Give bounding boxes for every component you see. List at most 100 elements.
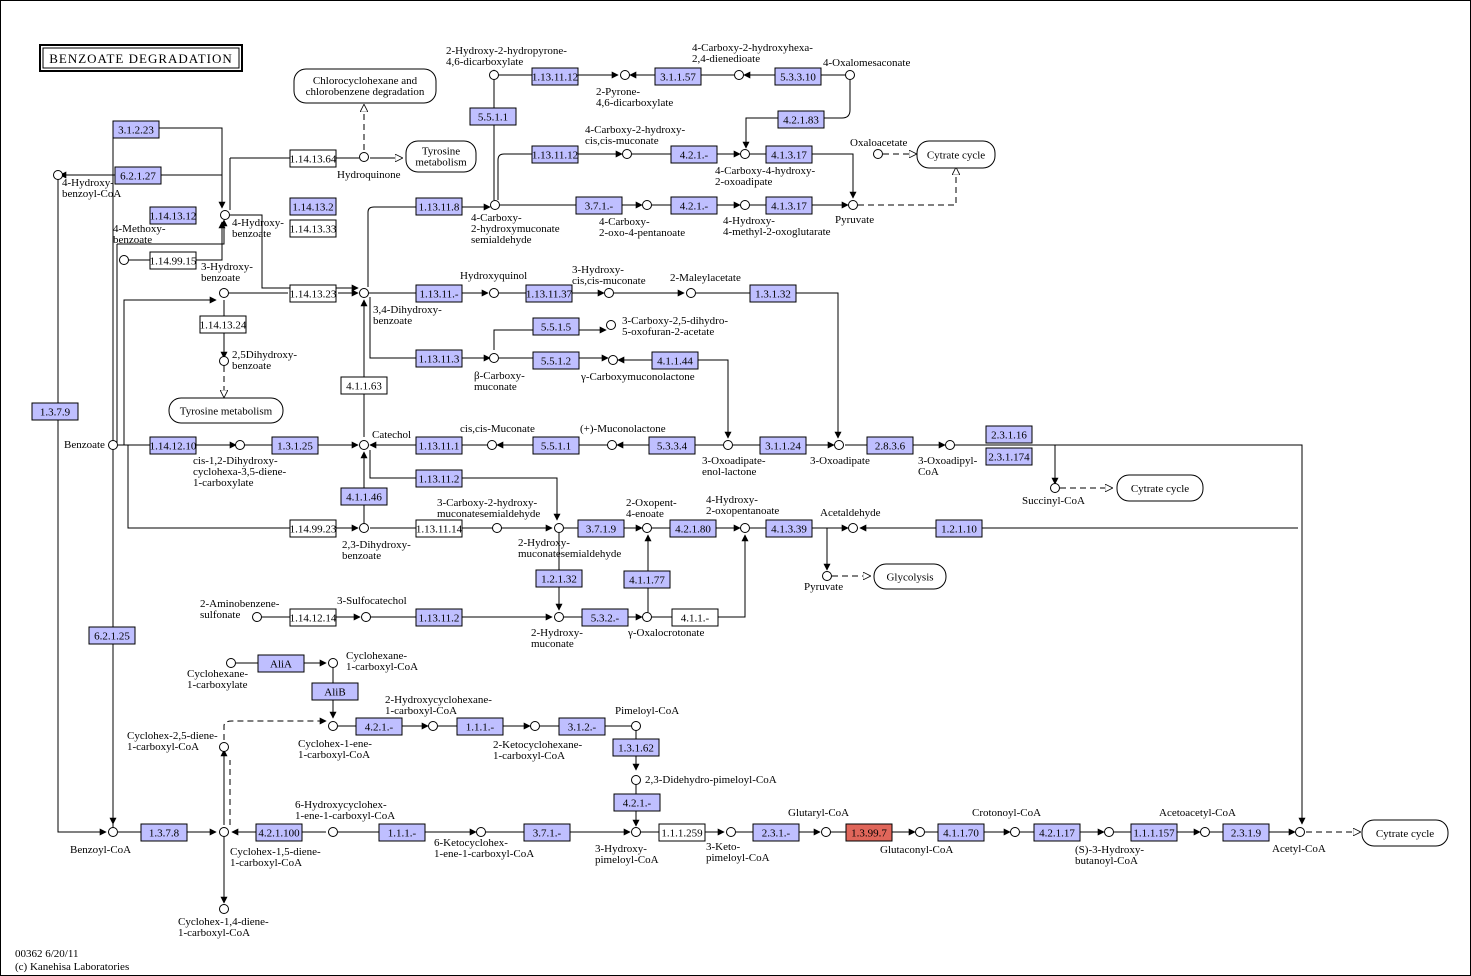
compound-node[interactable] [620, 70, 630, 80]
compound-node[interactable] [328, 827, 338, 837]
enzyme-box-1-13-11-2[interactable]: 1.13.11.2 [415, 608, 463, 627]
compound-node[interactable] [219, 288, 229, 298]
compound-node[interactable] [490, 200, 500, 210]
compound-node[interactable] [822, 571, 832, 581]
enzyme-box-1-14-13-12[interactable]: 1.14.13.12 [149, 206, 197, 225]
compound-node[interactable] [821, 827, 831, 837]
enzyme-box-3-7-1-x[interactable]: 3.7.1.- [523, 823, 571, 842]
compound-node[interactable] [1050, 483, 1060, 493]
compound-node[interactable] [740, 149, 750, 159]
enzyme-box-4-1-3-17[interactable]: 4.1.3.17 [765, 196, 813, 215]
compound-node[interactable] [219, 356, 229, 366]
compound-node[interactable] [328, 721, 338, 731]
map-link-glycolysis[interactable]: Glycolysis [873, 563, 947, 590]
enzyme-box-1-2-1-32[interactable]: 1.2.1.32 [535, 569, 583, 588]
compound-node[interactable] [845, 70, 855, 80]
compound-node[interactable] [476, 827, 486, 837]
compound-node[interactable] [1295, 827, 1305, 837]
compound-node[interactable] [740, 200, 750, 210]
compound-node[interactable] [108, 827, 118, 837]
compound-node[interactable] [642, 523, 652, 533]
compound-node[interactable] [53, 170, 63, 180]
enzyme-box-5-3-2-x[interactable]: 5.3.2.- [581, 608, 629, 627]
compound-node[interactable] [226, 658, 236, 668]
enzyme-box-1-1-1-x[interactable]: 1.1.1.- [378, 823, 426, 842]
compound-node[interactable] [1200, 827, 1210, 837]
compound-node[interactable] [848, 523, 858, 533]
compound-node[interactable] [631, 775, 641, 785]
enzyme-box-3-1-2-x[interactable]: 3.1.2.- [558, 717, 606, 736]
enzyme-box-1-13-11-2[interactable]: 1.13.11.2 [415, 469, 463, 488]
compound-node[interactable] [622, 149, 632, 159]
compound-node[interactable] [359, 440, 369, 450]
enzyme-box-1-14-13-64[interactable]: 1.14.13.64 [289, 149, 337, 168]
map-link-tyrosine-metabolism[interactable]: Tyrosine metabolism [168, 397, 284, 424]
compound-node[interactable] [428, 721, 438, 731]
compound-node[interactable] [554, 612, 564, 622]
compound-node[interactable] [631, 827, 641, 837]
map-link-cytrate-cycle[interactable]: Cytrate cycle [1116, 474, 1204, 502]
compound-node[interactable] [489, 288, 499, 298]
compound-node[interactable] [359, 523, 369, 533]
enzyme-box-3-1-1-57[interactable]: 3.1.1.57 [654, 67, 702, 86]
compound-node[interactable] [219, 904, 229, 914]
compound-node[interactable] [359, 288, 369, 298]
enzyme-box-1-1-1-157[interactable]: 1.1.1.157 [1130, 823, 1178, 842]
enzyme-box-4-1-1-70[interactable]: 4.1.1.70 [937, 823, 985, 842]
enzyme-box-5-3-3-4[interactable]: 5.3.3.4 [648, 436, 696, 455]
enzyme-box-1-3-1-32[interactable]: 1.3.1.32 [749, 284, 797, 303]
enzyme-box-1-14-12-10[interactable]: 1.14.12.10 [149, 436, 197, 455]
enzyme-box-1-14-12-14[interactable]: 1.14.12.14 [289, 608, 337, 627]
enzyme-box-1-13-11-x[interactable]: 1.13.11.- [415, 284, 463, 303]
enzyme-box-1-3-1-62[interactable]: 1.3.1.62 [612, 738, 660, 757]
enzyme-box-2-3-1-174[interactable]: 2.3.1.174 [985, 447, 1033, 466]
enzyme-box-1-13-11-14[interactable]: 1.13.11.14 [415, 519, 463, 538]
enzyme-box-1-13-11-12[interactable]: 1.13.11.12 [531, 67, 579, 86]
compound-node[interactable] [328, 658, 338, 668]
compound-node[interactable] [723, 440, 733, 450]
compound-node[interactable] [606, 320, 616, 330]
compound-node[interactable] [487, 440, 497, 450]
compound-node[interactable] [235, 440, 245, 450]
compound-node[interactable] [607, 440, 617, 450]
compound-node[interactable] [119, 255, 129, 265]
enzyme-box-4-1-1-77[interactable]: 4.1.1.77 [623, 570, 671, 589]
enzyme-box-1-14-13-24[interactable]: 1.14.13.24 [199, 315, 247, 334]
compound-node[interactable] [359, 152, 369, 162]
enzyme-box-2-3-1-9[interactable]: 2.3.1.9 [1222, 823, 1270, 842]
enzyme-box-1-13-11-1[interactable]: 1.13.11.1 [415, 436, 463, 455]
enzyme-box-1-1-1-x[interactable]: 1.1.1.- [456, 717, 504, 736]
enzyme-box-4-2-1-100[interactable]: 4.2.1.100 [255, 823, 303, 842]
compound-node[interactable] [915, 827, 925, 837]
enzyme-box-4-2-1-x[interactable]: 4.2.1.- [670, 145, 718, 164]
enzyme-box-1-1-1-259[interactable]: 1.1.1.259 [658, 823, 706, 842]
compound-node[interactable] [554, 523, 564, 533]
enzyme-box-1-14-13-2[interactable]: 1.14.13.2 [289, 197, 337, 216]
enzyme-box-1-13-11-3[interactable]: 1.13.11.3 [415, 349, 463, 368]
enzyme-box-1-2-1-10[interactable]: 1.2.1.10 [935, 519, 983, 538]
enzyme-box-1-13-11-12[interactable]: 1.13.11.12 [531, 145, 579, 164]
enzyme-box-4-2-1-x[interactable]: 4.2.1.- [355, 717, 403, 736]
enzyme-box-2-3-1-16[interactable]: 2.3.1.16 [985, 425, 1033, 444]
enzyme-box-4-2-1-80[interactable]: 4.2.1.80 [669, 519, 717, 538]
enzyme-box-3-1-2-23[interactable]: 3.1.2.23 [112, 120, 160, 139]
enzyme-box-1-3-1-25[interactable]: 1.3.1.25 [271, 436, 319, 455]
compound-node[interactable] [726, 827, 736, 837]
enzyme-box-1-14-99-15[interactable]: 1.14.99.15 [149, 251, 197, 270]
enzyme-box-6-2-1-27[interactable]: 6.2.1.27 [114, 166, 162, 185]
compound-node[interactable] [252, 612, 262, 622]
compound-node[interactable] [642, 200, 652, 210]
enzyme-box-5-5-1-1[interactable]: 5.5.1.1 [469, 107, 517, 126]
enzyme-box-5-5-1-2[interactable]: 5.5.1.2 [532, 351, 580, 370]
enzyme-box-4-1-1-44[interactable]: 4.1.1.44 [651, 351, 699, 370]
enzyme-box-5-5-1-1[interactable]: 5.5.1.1 [532, 436, 580, 455]
enzyme-box-3-1-1-24[interactable]: 3.1.1.24 [759, 436, 807, 455]
compound-node[interactable] [642, 612, 652, 622]
enzyme-box-5-3-3-10[interactable]: 5.3.3.10 [774, 67, 822, 86]
map-link-cytrate-cycle[interactable]: Cytrate cycle [916, 140, 996, 169]
compound-node[interactable] [361, 612, 371, 622]
enzyme-box-2-3-1-x[interactable]: 2.3.1.- [752, 823, 800, 842]
enzyme-box-4-1-3-39[interactable]: 4.1.3.39 [765, 519, 813, 538]
